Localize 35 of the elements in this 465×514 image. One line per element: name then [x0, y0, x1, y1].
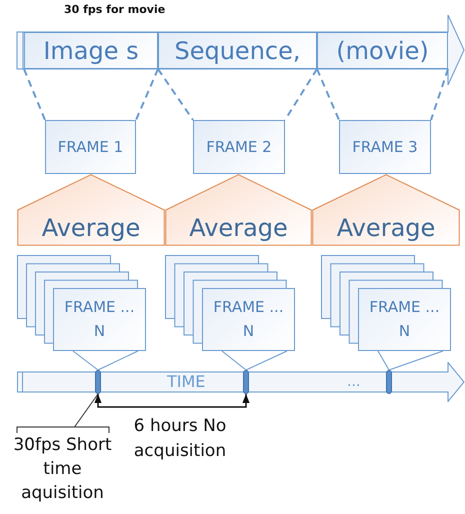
- converging-line: [222, 350, 246, 370]
- frame-rate-note: 30 fps for movie: [64, 3, 166, 16]
- frame-card: FRAME ... N: [53, 288, 146, 351]
- acquisition-note: 30fps Short time aquisition: [5, 433, 120, 513]
- projection-line: [23, 68, 46, 120]
- average-pentagon: Average: [17, 174, 165, 246]
- time-marker: [386, 370, 392, 394]
- sequence-segment: (movie): [317, 32, 448, 69]
- edge-label: 6 hours No acquisition: [132, 415, 228, 463]
- converging-line: [98, 350, 138, 370]
- converging-line: [72, 350, 98, 370]
- timeline-arrow: [17, 362, 465, 402]
- sequence-segment: Image s: [24, 32, 158, 69]
- frame-box: FRAME 1: [45, 120, 136, 174]
- projection-line: [284, 68, 318, 121]
- time-label: TIME: [167, 372, 206, 392]
- leader-line: [74, 394, 98, 428]
- projection-line: [316, 68, 340, 120]
- frame-box: FRAME 3: [339, 120, 431, 174]
- converging-line: [378, 350, 390, 370]
- projection-line: [135, 68, 159, 120]
- time-marker: [243, 370, 249, 394]
- frame-card: FRAME ... N: [358, 288, 451, 351]
- average-pentagon: Average: [165, 174, 312, 246]
- projection-line: [430, 68, 449, 120]
- frame-box: FRAME 2: [193, 120, 285, 174]
- sequence-segment: Sequence,: [158, 32, 317, 69]
- projection-line: [157, 68, 194, 121]
- frame-card: FRAME ... N: [202, 288, 295, 351]
- converging-line: [388, 350, 444, 370]
- ellipsis-label: ...: [347, 373, 360, 392]
- time-marker: [95, 370, 101, 394]
- converging-line: [246, 350, 288, 370]
- arrow: [94, 394, 250, 408]
- average-pentagon: Average: [312, 174, 460, 246]
